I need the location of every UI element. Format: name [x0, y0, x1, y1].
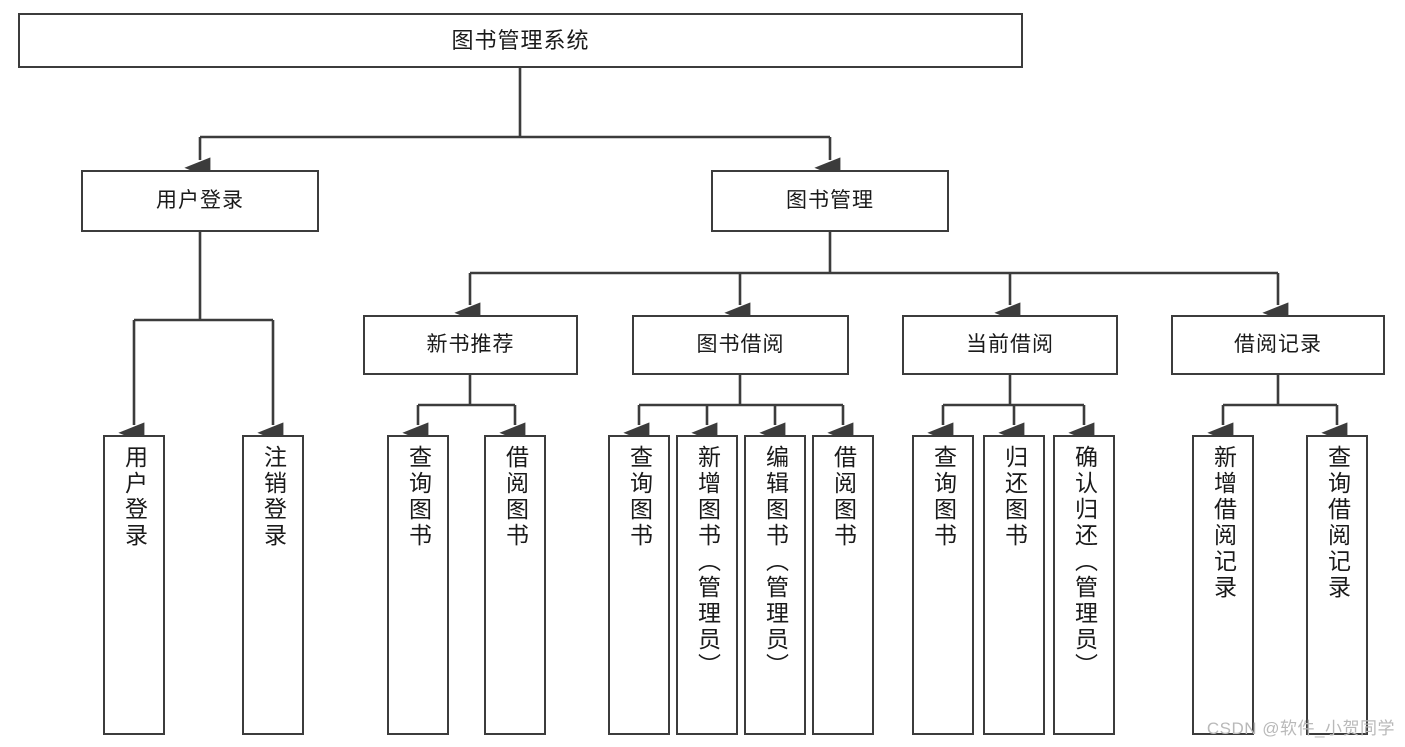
leaf-borrow-book-2[interactable]: 借阅图书 [812, 435, 874, 735]
leaf-query-book-3[interactable]: 查询图书 [912, 435, 974, 735]
leaf-query-book-1-label: 查询图书 [405, 445, 432, 549]
node-user-login[interactable]: 用户登录 [81, 170, 319, 232]
leaf-query-book-3-label: 查询图书 [930, 445, 957, 549]
leaf-return-book[interactable]: 归还图书 [983, 435, 1045, 735]
leaf-edit-book-label: 编辑图书（管理员） [762, 445, 789, 679]
leaf-query-book-2[interactable]: 查询图书 [608, 435, 670, 735]
node-current-borrow[interactable]: 当前借阅 [902, 315, 1118, 375]
node-book-borrow[interactable]: 图书借阅 [632, 315, 849, 375]
leaf-user-logout-label: 注销登录 [260, 445, 287, 549]
leaf-user-login-label: 用户登录 [121, 445, 148, 549]
node-root-label: 图书管理系统 [451, 27, 590, 53]
node-book-manage[interactable]: 图书管理 [711, 170, 949, 232]
leaf-confirm-return-label: 确认归还（管理员） [1071, 445, 1098, 679]
node-borrow-record-label: 借阅记录 [1234, 332, 1322, 356]
leaf-add-book[interactable]: 新增图书（管理员） [676, 435, 738, 735]
leaf-confirm-return[interactable]: 确认归还（管理员） [1053, 435, 1115, 735]
leaf-user-login[interactable]: 用户登录 [103, 435, 165, 735]
leaf-add-record[interactable]: 新增借阅记录 [1192, 435, 1254, 735]
node-borrow-record[interactable]: 借阅记录 [1171, 315, 1385, 375]
leaf-add-book-label: 新增图书（管理员） [694, 445, 721, 679]
node-current-borrow-label: 当前借阅 [966, 332, 1054, 356]
leaf-edit-book[interactable]: 编辑图书（管理员） [744, 435, 806, 735]
node-book-manage-label: 图书管理 [786, 188, 874, 212]
leaf-borrow-book-1-label: 借阅图书 [502, 445, 529, 549]
node-new-book-rec[interactable]: 新书推荐 [363, 315, 578, 375]
watermark: CSDN @软件_小贺同学 [1206, 719, 1395, 738]
node-user-login-label: 用户登录 [156, 188, 244, 212]
leaf-return-book-label: 归还图书 [1001, 445, 1028, 549]
leaf-query-record[interactable]: 查询借阅记录 [1306, 435, 1368, 735]
leaf-user-logout[interactable]: 注销登录 [242, 435, 304, 735]
leaf-borrow-book-2-label: 借阅图书 [830, 445, 857, 549]
node-root[interactable]: 图书管理系统 [18, 13, 1023, 68]
leaf-query-record-label: 查询借阅记录 [1324, 445, 1351, 601]
leaf-query-book-2-label: 查询图书 [626, 445, 653, 549]
leaf-borrow-book-1[interactable]: 借阅图书 [484, 435, 546, 735]
leaf-query-book-1[interactable]: 查询图书 [387, 435, 449, 735]
leaf-add-record-label: 新增借阅记录 [1210, 445, 1237, 601]
node-new-book-rec-label: 新书推荐 [426, 332, 515, 356]
node-book-borrow-label: 图书借阅 [696, 332, 785, 356]
